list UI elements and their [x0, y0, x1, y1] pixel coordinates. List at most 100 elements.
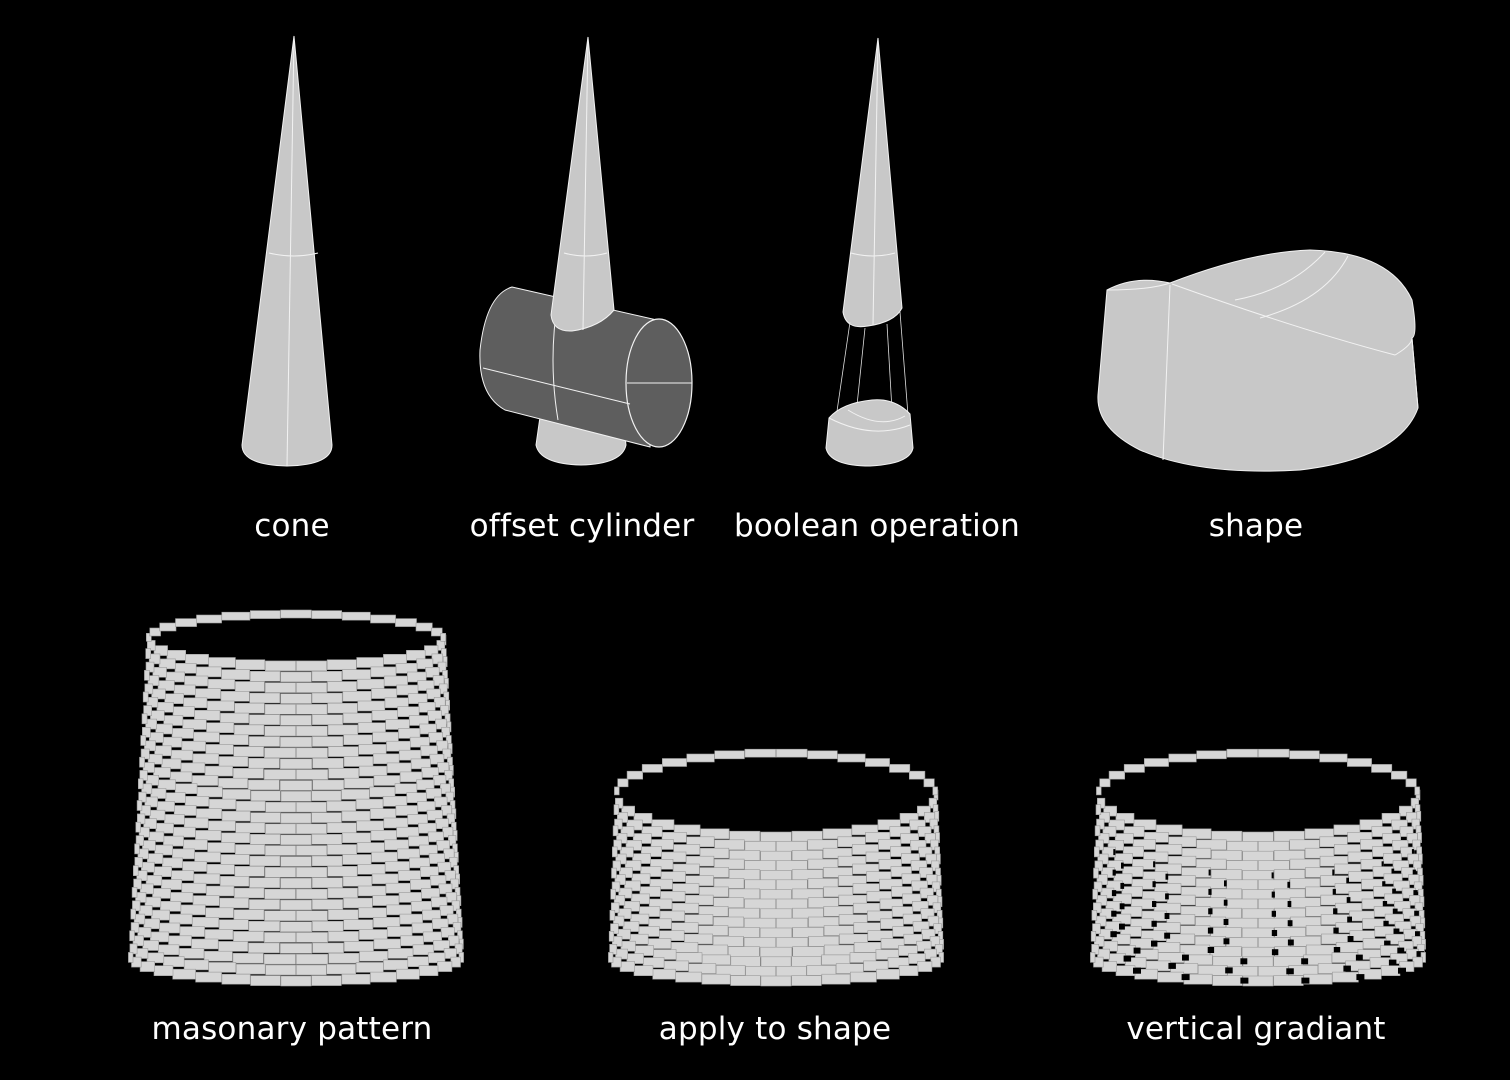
brick [1097, 797, 1106, 809]
brick [182, 719, 207, 730]
brick [180, 762, 206, 774]
gap [1223, 938, 1230, 945]
brick [327, 746, 359, 757]
gap [1333, 908, 1338, 915]
brick [280, 693, 312, 704]
brick [616, 928, 631, 940]
brick [311, 833, 343, 845]
upper-cone-part [842, 37, 903, 328]
brick [1210, 927, 1242, 938]
gap [1164, 932, 1171, 939]
brick [371, 709, 398, 721]
brick [613, 895, 626, 906]
brick [1371, 826, 1393, 837]
brick [900, 833, 919, 844]
brick [1095, 895, 1108, 906]
brick [397, 848, 420, 860]
brick [760, 870, 792, 881]
brick [1289, 858, 1321, 870]
brick [341, 611, 371, 621]
brick [358, 765, 388, 777]
brick [248, 899, 281, 910]
brick [358, 744, 387, 755]
brick [356, 657, 384, 668]
brick [295, 932, 328, 943]
gap [1182, 954, 1189, 961]
brick [1273, 975, 1304, 986]
brick [1132, 839, 1156, 850]
brick [144, 669, 150, 681]
brick [1242, 908, 1275, 920]
brick [250, 790, 281, 802]
brick [409, 879, 432, 890]
brick [263, 932, 296, 943]
gap [1111, 890, 1117, 897]
gap [1181, 974, 1190, 981]
brick [295, 964, 327, 976]
gap [1355, 954, 1363, 961]
brick [372, 895, 400, 906]
brick [280, 790, 312, 802]
brick [850, 971, 877, 983]
brick [235, 844, 266, 855]
brick [145, 648, 151, 659]
brick [1101, 961, 1117, 972]
gap [1119, 903, 1125, 910]
brick [327, 909, 359, 921]
brick [730, 975, 761, 986]
brick [184, 675, 209, 687]
brick [172, 848, 195, 860]
brick [326, 800, 357, 812]
brick [372, 916, 401, 928]
brick [823, 925, 854, 936]
brick [220, 854, 250, 865]
brick [208, 820, 236, 832]
brick [744, 841, 777, 852]
brick [355, 962, 384, 973]
gap [1207, 927, 1214, 934]
brick [180, 904, 206, 916]
brick [383, 675, 408, 687]
brick [791, 955, 822, 967]
brick [234, 887, 265, 899]
brick [280, 899, 312, 911]
brick [436, 961, 453, 972]
brick [1289, 750, 1320, 760]
brick [1347, 758, 1372, 767]
gap [1413, 890, 1418, 897]
brick [138, 778, 144, 790]
brick [640, 866, 662, 877]
gap [1347, 916, 1352, 923]
brick [1226, 879, 1258, 891]
shape-figure [1097, 249, 1419, 472]
brick [182, 861, 208, 872]
brick [248, 920, 281, 932]
gap [1123, 955, 1132, 962]
lower-base-part [825, 399, 914, 467]
brick [807, 858, 839, 870]
brick [608, 952, 614, 963]
brick [249, 855, 281, 867]
brick [1304, 847, 1335, 859]
brick [311, 975, 342, 986]
gap [1393, 928, 1400, 935]
brick [144, 683, 154, 695]
brick [620, 826, 635, 837]
brick [624, 880, 641, 892]
brick [355, 798, 384, 810]
brick [328, 952, 360, 964]
brick [312, 942, 344, 954]
brick [311, 877, 343, 889]
gap [1240, 977, 1249, 984]
gap [1397, 947, 1405, 954]
brick [1258, 965, 1289, 977]
brick [184, 795, 210, 807]
brick [626, 819, 643, 831]
brick [612, 860, 621, 872]
brick [889, 826, 911, 837]
brick [633, 812, 653, 824]
caption-masonary-pattern: masonary pattern [151, 1011, 433, 1047]
brick [382, 795, 408, 807]
brick [169, 913, 193, 925]
brick [1334, 883, 1362, 894]
